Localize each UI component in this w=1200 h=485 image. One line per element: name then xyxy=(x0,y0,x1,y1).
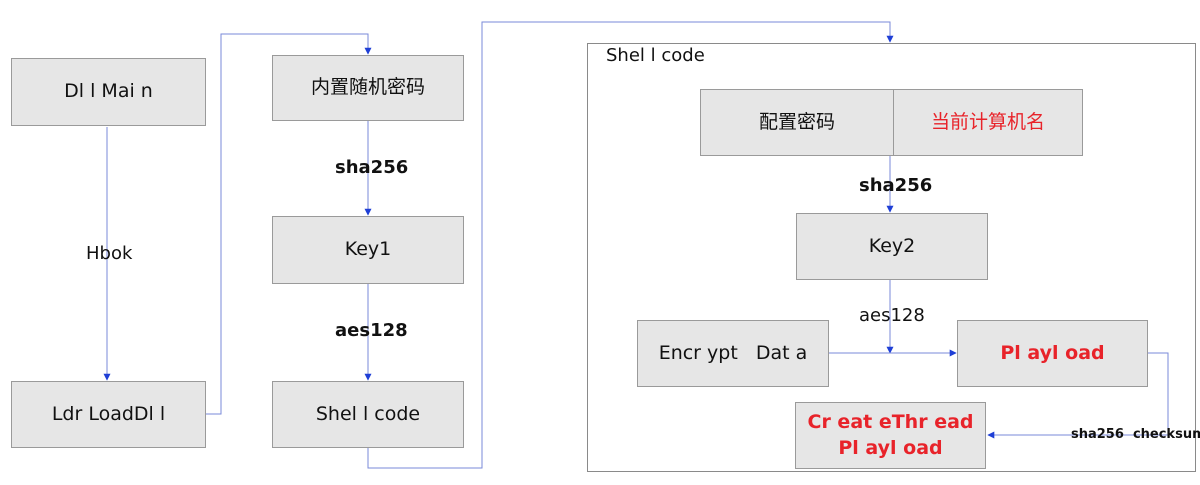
encrypt-data-box: Encr ypt Dat a xyxy=(637,320,829,387)
payload-box: Pl ayl oad xyxy=(957,320,1148,387)
ldrloaddll-box: Ldr LoadDl l xyxy=(11,381,206,448)
create-thread-box: Cr eat eThr ead Pl ayl oad xyxy=(795,402,986,469)
computer-name-cell: 当前计算机名 xyxy=(894,90,1082,155)
config-password-label: 配置密码 xyxy=(758,110,835,133)
shellcode-label: Shel l code xyxy=(315,402,421,425)
random-password-label: 内置随机密码 xyxy=(310,76,425,99)
key2-label: Key2 xyxy=(868,234,916,257)
encrypt-data-label: Encr ypt Dat a xyxy=(658,341,808,364)
create-thread-label-line1: Cr eat eThr ead xyxy=(807,410,974,433)
arrow-payload-to-createthread xyxy=(987,352,1169,439)
payload-label: Pl ayl oad xyxy=(1000,341,1105,364)
computer-name-label: 当前计算机名 xyxy=(930,110,1045,133)
ldrloaddll-label: Ldr LoadDl l xyxy=(51,402,166,425)
checksum-label: sha256 checksum xyxy=(1071,427,1200,442)
arrow-ldrloaddll-to-random-password xyxy=(205,33,372,415)
dllmain-box: Dl l Mai n xyxy=(11,58,206,126)
key1-label: Key1 xyxy=(344,238,392,261)
dllmain-label: Dl l Mai n xyxy=(64,80,153,103)
key1-box: Key1 xyxy=(272,216,464,284)
sha256-label-frame: sha256 xyxy=(859,175,933,196)
password-computer-box: 配置密码 当前计算机名 xyxy=(700,89,1083,156)
shellcode-box: Shel l code xyxy=(272,381,464,448)
aes128-label-middle: aes128 xyxy=(335,320,408,341)
key2-box: Key2 xyxy=(796,213,988,280)
sha256-label-middle: sha256 xyxy=(335,157,409,178)
hook-label: Hbok xyxy=(86,243,133,264)
shellcode-frame-title: Shel l code xyxy=(606,45,705,66)
arrow-shellcode-to-frame xyxy=(367,21,894,469)
aes128-label-frame: aes128 xyxy=(859,305,925,326)
config-password-cell: 配置密码 xyxy=(701,90,894,155)
create-thread-label-line2: Pl ayl oad xyxy=(838,436,943,459)
random-password-box: 内置随机密码 xyxy=(272,55,464,121)
shellcode-frame xyxy=(587,43,1196,472)
